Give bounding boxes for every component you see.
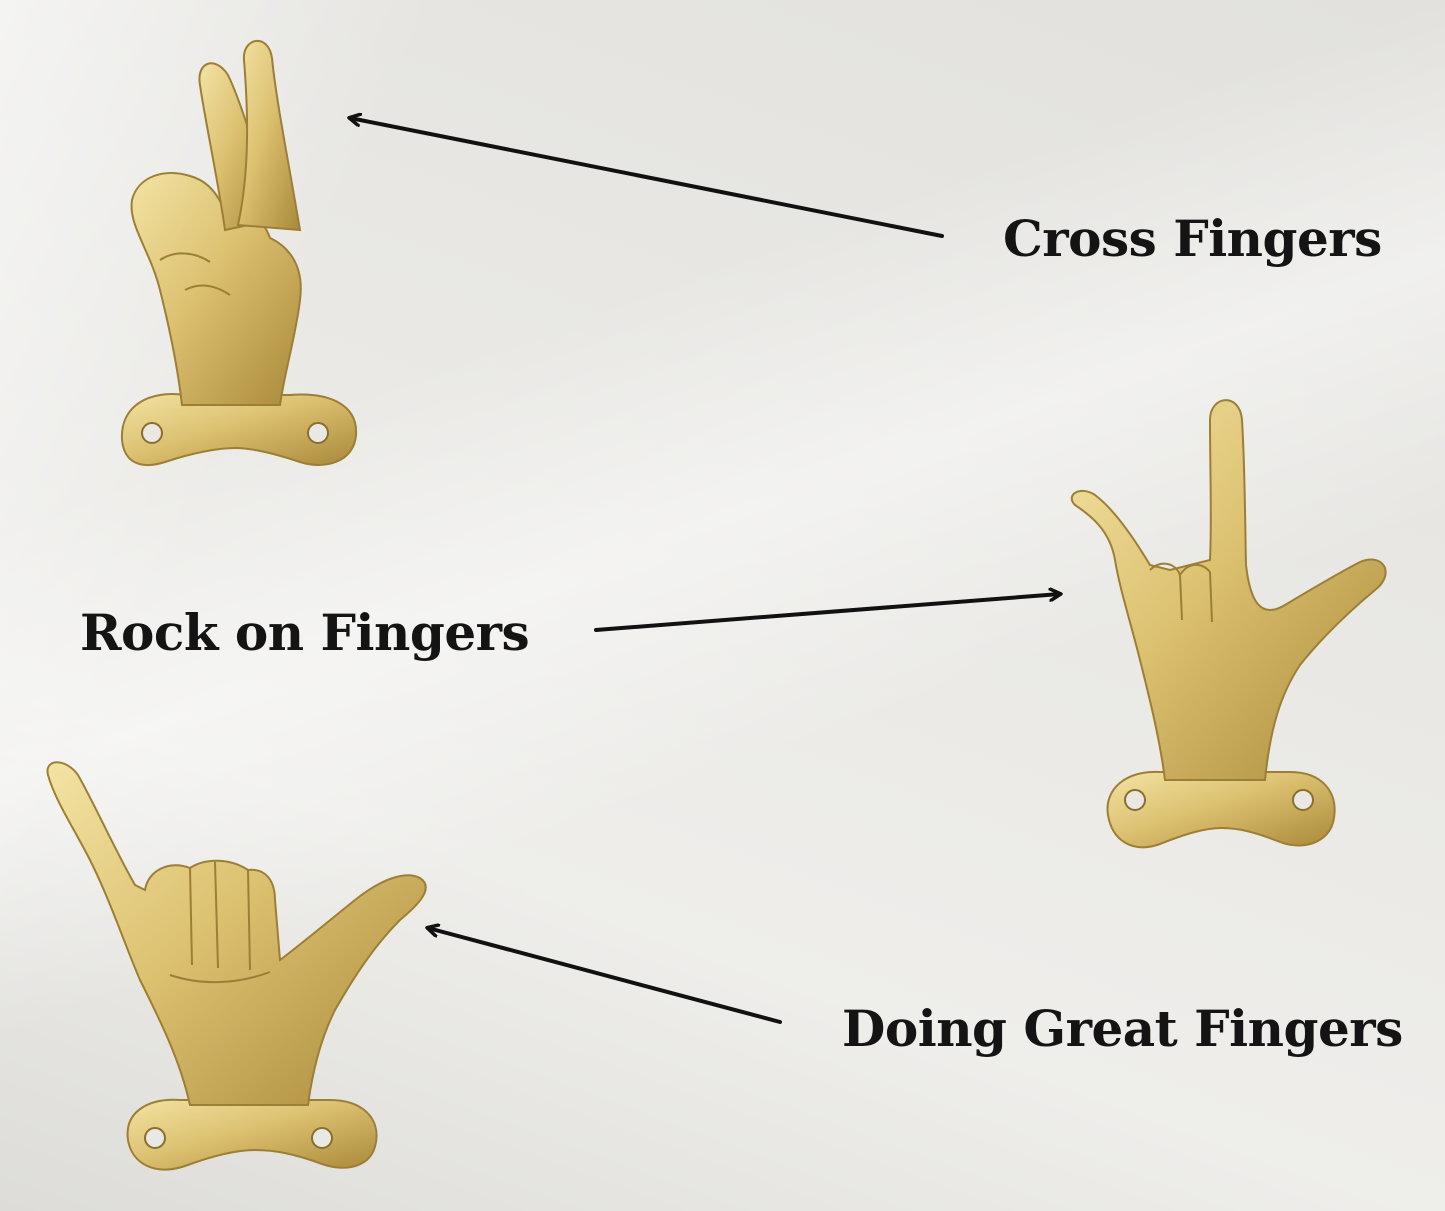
shaka-hand-hook-icon (46, 761, 427, 1171)
crossed-fingers-hook-icon (120, 39, 358, 466)
label-rock-on-fingers: Rock on Fingers (80, 603, 530, 662)
arrow-doing (428, 928, 782, 1024)
rock-on-hand-hook-icon (1070, 399, 1387, 849)
arrow-rock (594, 594, 1060, 632)
label-cross-fingers: Cross Fingers (1003, 209, 1382, 268)
arrow-cross (350, 118, 944, 238)
label-doing-great-fingers: Doing Great Fingers (842, 999, 1403, 1058)
